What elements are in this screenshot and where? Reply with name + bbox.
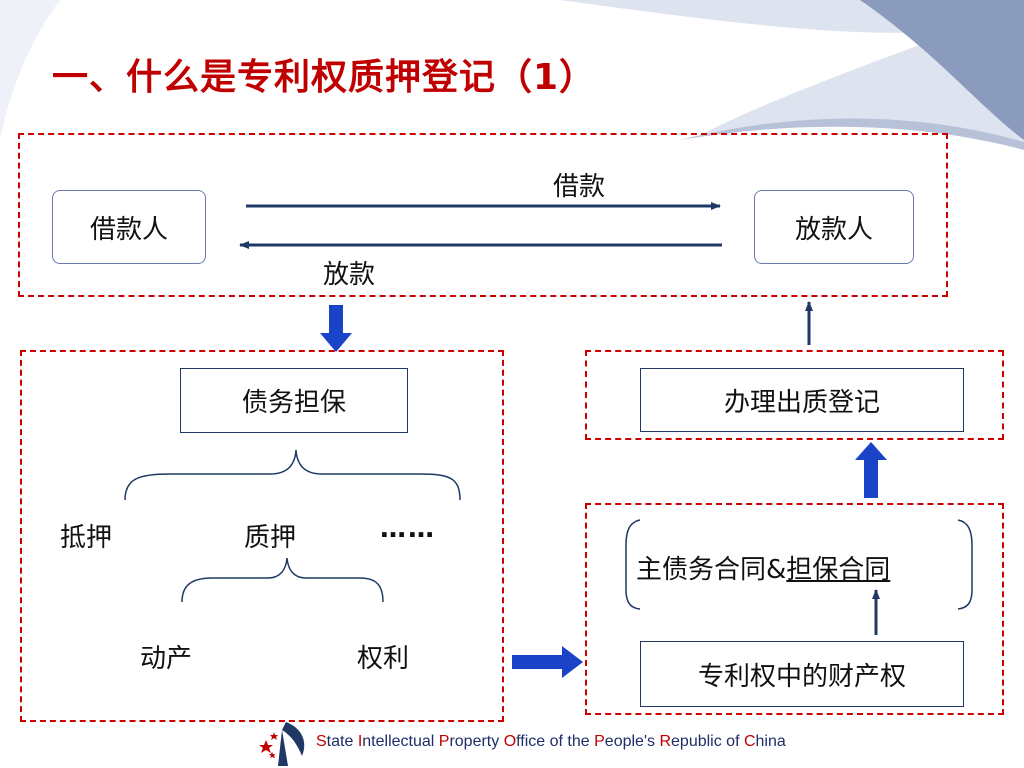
movable-property-label: 动产 [140,644,193,674]
main-debt-contract: 主债务合同& [636,555,787,585]
footer-org-name: State Intellectual Property Office of th… [316,733,786,751]
page-title: 一、什么是专利权质押登记（1） [52,57,597,98]
pledge-brace [181,557,384,603]
lender-box: 放款人 [754,190,914,264]
borrow-label: 借款 [553,172,606,202]
pledge-label: 质押 [244,523,297,553]
contract-bracket-right [957,519,973,610]
mortgage-label: 抵押 [60,523,113,553]
rights-label: 权利 [357,644,410,674]
debt-guarantee-group [20,350,504,722]
up-arrow-to-registration [855,442,887,498]
contract-text: 主债务合同&担保合同 [636,549,890,586]
contract-bracket-left [625,519,641,610]
footer-word: People's [594,733,660,750]
footer-word: State [316,733,358,750]
footer-word: Office of the [503,733,595,750]
guarantee-brace [124,449,461,501]
footer-word: Property [438,733,504,750]
guarantee-contract: 担保合同 [786,555,891,585]
lend-label: 放款 [323,260,376,290]
borrowing-relationship-group [18,133,948,297]
register-pledge-box: 办理出质登记 [640,368,964,432]
footer-word: Intellectual [357,733,439,750]
footer-word: Republic of [659,733,744,750]
footer-word: China [743,733,786,750]
right-arrow-to-contracts [512,646,583,678]
down-arrow-to-guarantee [320,305,352,352]
borrower-box: 借款人 [52,190,206,264]
patent-property-box: 专利权中的财产权 [640,641,964,707]
debt-guarantee-box: 债务担保 [180,368,408,433]
contract-group [585,503,1004,715]
ellipsis-label: …… [380,514,436,544]
pledge-registration-group [585,350,1004,440]
